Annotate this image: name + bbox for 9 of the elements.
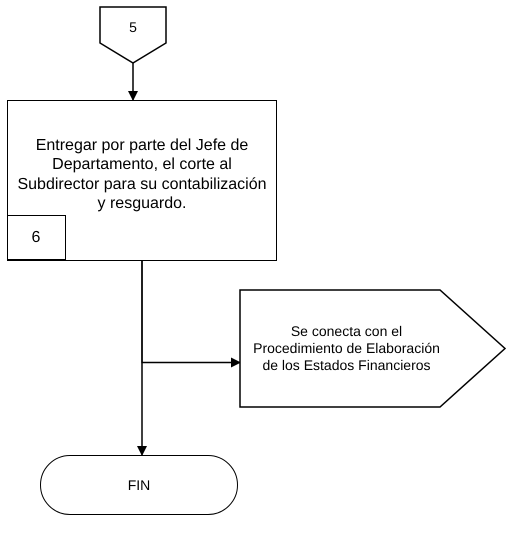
process-box: [7, 100, 277, 261]
node-label: 5: [129, 18, 137, 37]
step-number-box: [6, 215, 66, 260]
node-label: Entregar por parte del Jefe de Departamento, el corte al Subdirector para su contabilización y resguardo.: [16, 136, 268, 214]
arrow: [137, 261, 147, 456]
step-number: 6: [32, 228, 40, 248]
node-label: Se conecta con el Procedimiento de Elaboración de los Estados Financieros: [252, 323, 441, 374]
arrow: [128, 63, 138, 101]
node-label: FIN: [128, 476, 150, 494]
